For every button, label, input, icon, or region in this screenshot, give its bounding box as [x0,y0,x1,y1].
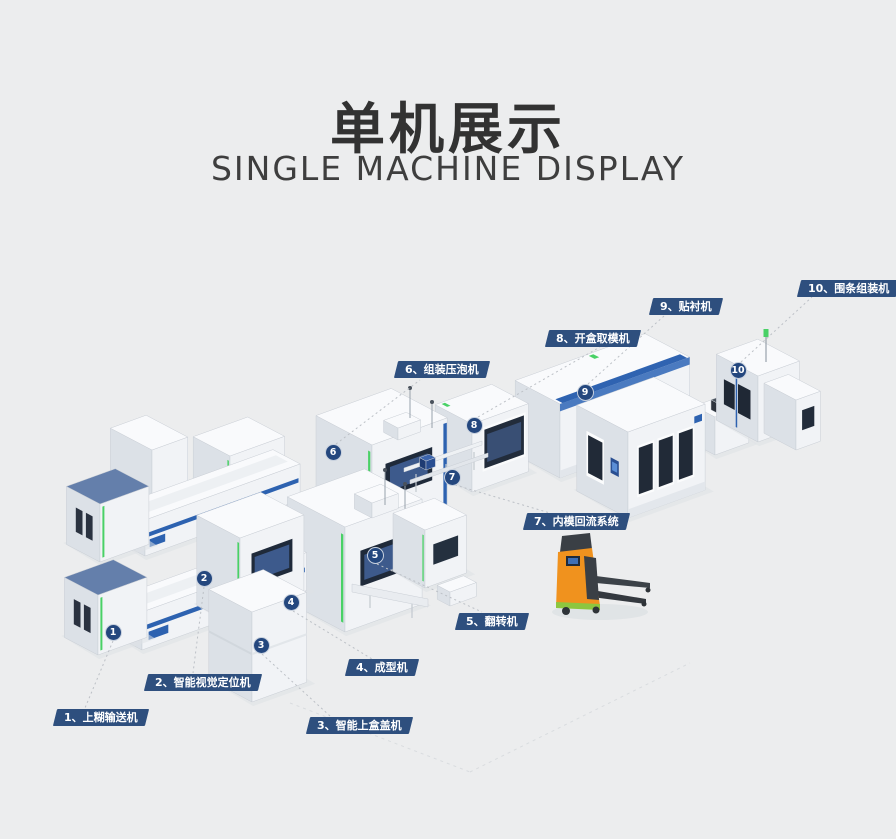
machine-label-10: 10、围条组装机 [799,280,896,297]
machine-marker-9: 9 [576,383,594,401]
machine-marker-7: 7 [443,468,461,486]
machine-label-7: 7、内模回流系统 [525,513,628,530]
machine-front-cabinet [573,376,714,523]
machine-label-8: 8、开盒取模机 [547,330,639,347]
machine-marker-1: 1 [104,623,122,641]
agv-forklift [552,533,651,620]
machine-label-6: 6、组装压泡机 [396,361,488,378]
machine-label-9: 9、贴衬机 [651,298,721,315]
machine-10-wrap-assembler [713,329,822,451]
machine-marker-8: 8 [465,416,483,434]
machine-label-3: 3、智能上盒盖机 [308,717,411,734]
leader-lines [84,296,813,717]
machine-marker-6: 6 [324,443,342,461]
machine-label-1: 1、上糊输送机 [55,709,147,726]
ramp-and-machine-5-turner [351,497,477,618]
page-subtitle: SINGLE MACHINE DISPLAY [210,149,686,188]
page-title: 单机展示 [329,97,566,161]
machine-label-4: 4、成型机 [347,659,417,676]
machine-marker-3: 3 [252,636,270,654]
machine-marker-2: 2 [195,569,213,587]
machine-marker-4: 4 [282,593,300,611]
floor-guide-lines [289,662,691,773]
machine-marker-10: 10 [729,361,747,379]
machine-label-5: 5、翻转机 [457,613,527,630]
machine-label-2: 2、智能视觉定位机 [146,674,260,691]
machine-marker-5: 5 [366,546,384,564]
